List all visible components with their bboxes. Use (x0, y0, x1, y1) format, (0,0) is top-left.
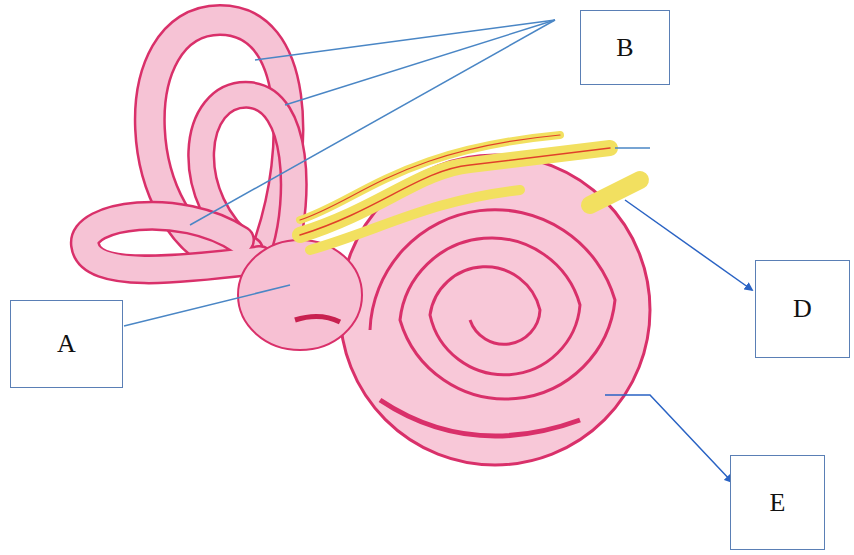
semicircular-canals (85, 20, 294, 269)
callout-letter: B (616, 33, 633, 63)
leader-lines (124, 20, 752, 482)
callout-letter: D (793, 294, 812, 324)
label-box: B (580, 10, 670, 85)
label-box: E (730, 455, 825, 550)
cochlea-spiral (370, 210, 615, 399)
label-box: D (755, 260, 850, 358)
callout-letter: E (770, 488, 786, 518)
vestibule-mark (295, 316, 340, 322)
label-box: A (10, 300, 123, 388)
auditory-nerve (300, 135, 640, 250)
vestibule (238, 240, 362, 350)
cochlea-band (380, 400, 580, 436)
callout-letter: A (57, 329, 76, 359)
